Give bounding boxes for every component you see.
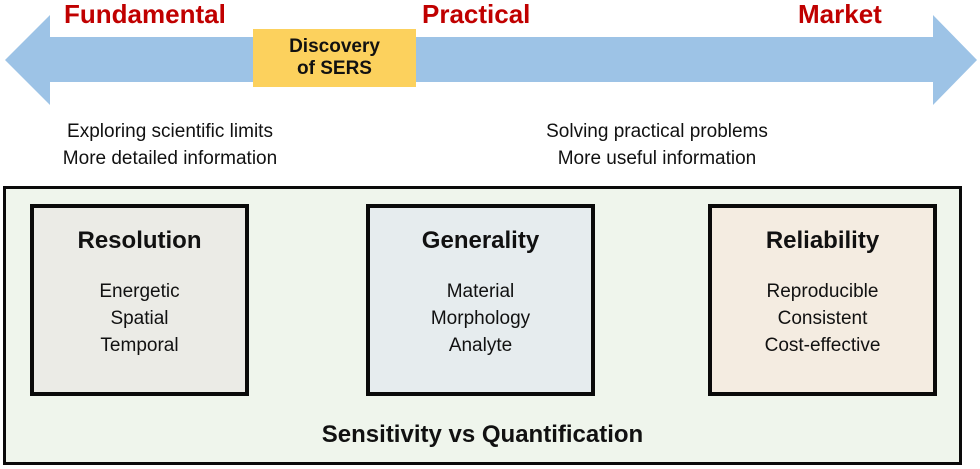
pillar-generality: Generality Material Morphology Analyte bbox=[366, 204, 595, 396]
milestone-line: of SERS bbox=[297, 58, 372, 79]
pillar-title: Generality bbox=[421, 227, 540, 254]
pillar-item: Consistent bbox=[777, 308, 868, 329]
sensitivity-vs-quantification-label: Sensitivity vs Quantification bbox=[321, 421, 644, 448]
caption-practical: Solving practical problems More useful i… bbox=[500, 118, 814, 172]
pillar-items: Energetic Spatial Temporal bbox=[34, 278, 245, 359]
pillar-reliability: Reliability Reproducible Consistent Cost… bbox=[708, 204, 937, 396]
caption-line: More detailed information bbox=[62, 148, 278, 169]
pillar-item: Spatial bbox=[110, 308, 169, 329]
pillar-item: Cost-effective bbox=[764, 335, 881, 356]
caption-line: Solving practical problems bbox=[546, 121, 768, 142]
pillar-item: Material bbox=[446, 281, 515, 302]
double-arrow-shape bbox=[5, 15, 977, 105]
stage-label-fundamental: Fundamental bbox=[64, 0, 226, 29]
pillar-resolution: Resolution Energetic Spatial Temporal bbox=[30, 204, 249, 396]
caption-fundamental: Exploring scientific limits More detaile… bbox=[20, 118, 320, 172]
pillar-item: Morphology bbox=[430, 308, 531, 329]
caption-line: More useful information bbox=[557, 148, 757, 169]
stage-label-practical: Practical bbox=[422, 0, 531, 29]
caption-line: Exploring scientific limits bbox=[67, 121, 273, 142]
timeline-double-arrow bbox=[5, 15, 977, 105]
pillar-title: Reliability bbox=[765, 227, 880, 254]
stage-label-market: Market bbox=[798, 0, 882, 29]
milestone-line: Discovery bbox=[289, 36, 380, 57]
pillar-item: Energetic bbox=[99, 281, 180, 302]
discovery-of-sers-milestone: Discovery of SERS bbox=[253, 29, 416, 87]
pillar-item: Temporal bbox=[100, 335, 179, 356]
pillar-items: Material Morphology Analyte bbox=[370, 278, 591, 359]
pillar-title: Resolution bbox=[77, 227, 202, 254]
pillar-item: Analyte bbox=[448, 335, 513, 356]
pillar-item: Reproducible bbox=[766, 281, 879, 302]
pillar-items: Reproducible Consistent Cost-effective bbox=[712, 278, 933, 359]
